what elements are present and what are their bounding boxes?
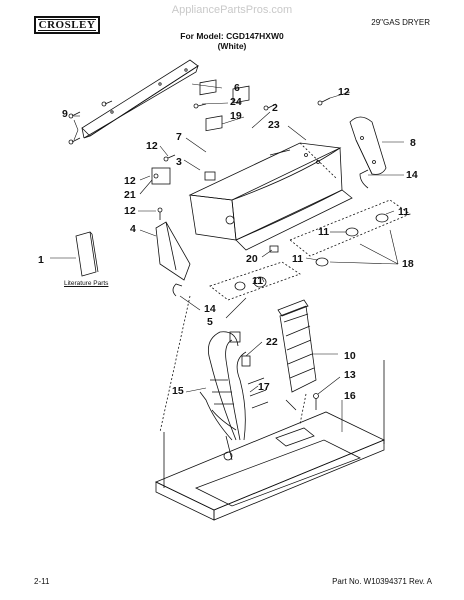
callout-11-a: 11 [398, 206, 410, 218]
callout-19: 19 [230, 110, 242, 122]
callout-15: 15 [172, 385, 184, 397]
callout-12-b: 12 [146, 140, 158, 152]
part-base [155, 295, 385, 521]
part-wire-harness [199, 331, 269, 441]
part-knobs [209, 199, 411, 301]
page-number: 2-11 [34, 577, 50, 586]
part-screw-13 [313, 393, 319, 410]
literature-label: Literature Parts [64, 280, 109, 287]
callout-16: 16 [344, 390, 356, 402]
callout-11-b: 11 [318, 226, 330, 238]
part-literature [75, 231, 99, 277]
callout-4: 4 [130, 223, 136, 235]
callout-2: 2 [272, 102, 278, 114]
callout-12-a: 12 [338, 86, 350, 98]
callout-6: 6 [234, 82, 240, 94]
part-lint-filter [277, 299, 317, 393]
callout-18: 18 [402, 258, 414, 270]
callout-11-d: 11 [252, 275, 264, 287]
callout-23: 23 [268, 119, 280, 131]
part-timer [151, 154, 176, 185]
callout-21: 21 [124, 189, 136, 201]
callout-12-c: 12 [124, 175, 136, 187]
model-line: For Model: CGD147HXW0 [180, 31, 284, 41]
color-line: (White) [217, 41, 247, 51]
callout-14-a: 14 [406, 169, 418, 181]
product-type: 29"GAS DRYER [371, 18, 430, 27]
callout-12-d: 12 [124, 205, 136, 217]
callout-3: 3 [176, 156, 182, 168]
part-switches [193, 79, 277, 181]
part-20 [269, 245, 279, 253]
part-end-cap-left [155, 207, 191, 297]
callout-5: 5 [207, 316, 213, 328]
callout-11-c: 11 [292, 253, 304, 265]
part-console [188, 142, 353, 251]
callout-17: 17 [258, 381, 270, 393]
callout-9: 9 [62, 108, 68, 120]
brand-logo-text: CROSLEY [37, 19, 97, 31]
watermark: AppliancePartsPros.com [171, 4, 293, 16]
screws-9 [68, 100, 113, 145]
leader-lines [50, 83, 404, 432]
callout-14-b: 14 [204, 303, 216, 315]
callout-13: 13 [344, 369, 356, 381]
callout-7: 7 [176, 131, 182, 143]
part-rear-bracket [81, 59, 199, 139]
part-number: Part No. W10394371 Rev. A [332, 577, 432, 586]
callout-22: 22 [266, 336, 278, 348]
callout-24: 24 [230, 96, 242, 108]
model-heading: For Model: CGD147HXW0 (White) [0, 31, 464, 51]
callout-20: 20 [246, 253, 258, 265]
callout-10: 10 [344, 350, 356, 362]
part-end-cap-right [317, 97, 387, 175]
callout-8: 8 [410, 137, 416, 149]
brand-logo: CROSLEY [34, 16, 100, 34]
part-hook-right [359, 169, 369, 189]
callout-1: 1 [38, 254, 44, 266]
